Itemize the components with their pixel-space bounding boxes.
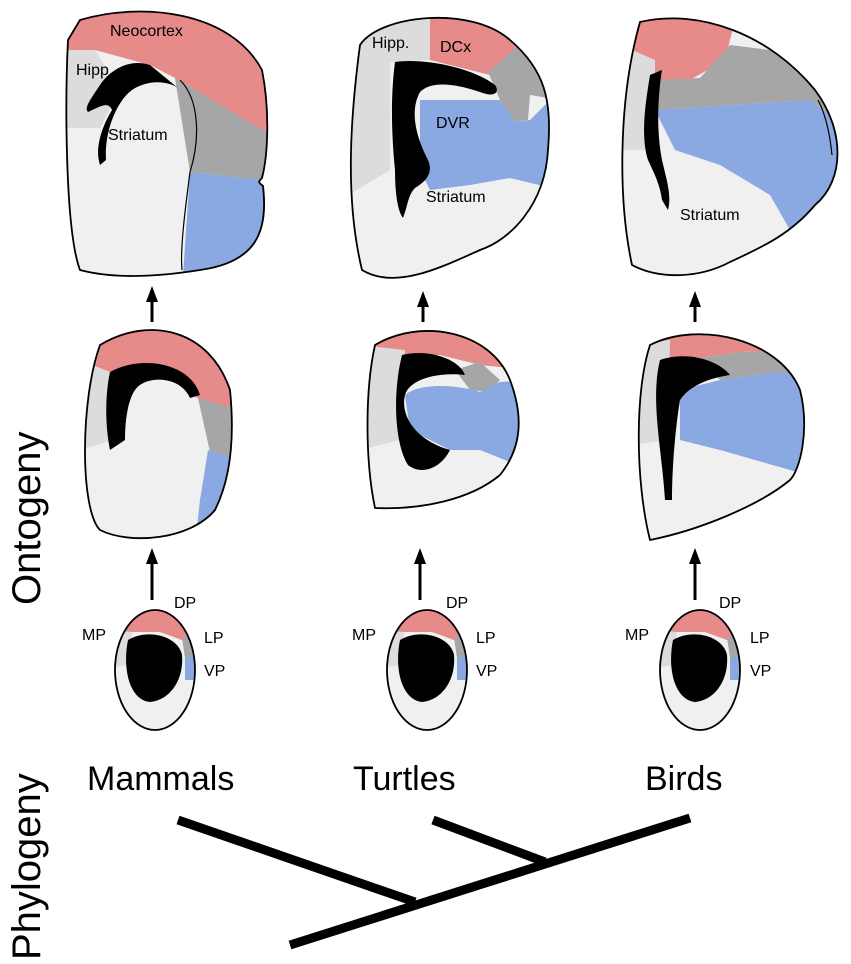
embryo-labels-turtle: DP MP LP VP	[352, 595, 497, 680]
taxon-turtles: Turtles	[353, 760, 456, 798]
mp-label: MP	[352, 627, 376, 644]
phylogeny-label: Phylogeny	[5, 773, 49, 960]
arrow-mammal-embryo-to-mid	[146, 548, 158, 600]
arrow-bird-mid-to-adult	[689, 291, 701, 322]
mid-mammal-brain	[84, 329, 233, 540]
lp-label: LP	[476, 630, 496, 647]
embryo-labels-mammal: DP MP LP VP	[82, 595, 225, 680]
taxon-mammals: Mammals	[87, 760, 234, 798]
mp-label: MP	[82, 627, 106, 644]
neocortex-label: Neocortex	[110, 23, 183, 40]
striatum-label: Striatum	[426, 189, 486, 206]
embryo-mammal-brain	[114, 609, 196, 731]
hipp-label: Hipp.	[372, 35, 409, 52]
lp-label: LP	[750, 630, 770, 647]
lp-label: LP	[204, 630, 224, 647]
dvr-label: DVR	[436, 115, 470, 132]
tree-branch-mammals	[176, 815, 417, 907]
mid-bird-brain	[637, 333, 806, 541]
mid-turtle-brain	[366, 330, 520, 510]
dcx-label: DCx	[440, 39, 471, 56]
embryo-turtle-brain	[386, 609, 468, 731]
striatum-label: Striatum	[680, 207, 740, 224]
arrow-mammal-mid-to-adult	[146, 286, 158, 322]
dp-label: DP	[446, 595, 468, 612]
striatum-label: Striatum	[108, 127, 168, 144]
adult-turtle-brain: Hipp. DCx DVR Striatum	[349, 16, 550, 279]
tree-branch-turtles	[431, 815, 547, 867]
ontogeny-label: Ontogeny	[5, 432, 49, 605]
phylogenetic-tree	[176, 813, 692, 950]
vp-label: VP	[204, 663, 225, 680]
vp-label: VP	[750, 663, 771, 680]
vp-label: VP	[476, 663, 497, 680]
tree-branch-birds	[288, 813, 692, 950]
arrow-turtle-mid-to-adult	[417, 291, 429, 322]
adult-mammal-brain: Neocortex Hipp. Striatum	[65, 10, 269, 277]
taxon-birds: Birds	[645, 760, 722, 798]
embryo-labels-bird: DP MP LP VP	[625, 595, 771, 680]
arrow-turtle-embryo-to-mid	[414, 548, 426, 600]
embryo-bird-brain	[659, 609, 741, 731]
dp-label: DP	[719, 595, 741, 612]
mp-label: MP	[625, 627, 649, 644]
dp-label: DP	[174, 595, 196, 612]
hipp-label: Hipp.	[76, 62, 113, 79]
adult-bird-brain: Striatum	[621, 17, 839, 277]
arrow-bird-embryo-to-mid	[689, 548, 701, 600]
